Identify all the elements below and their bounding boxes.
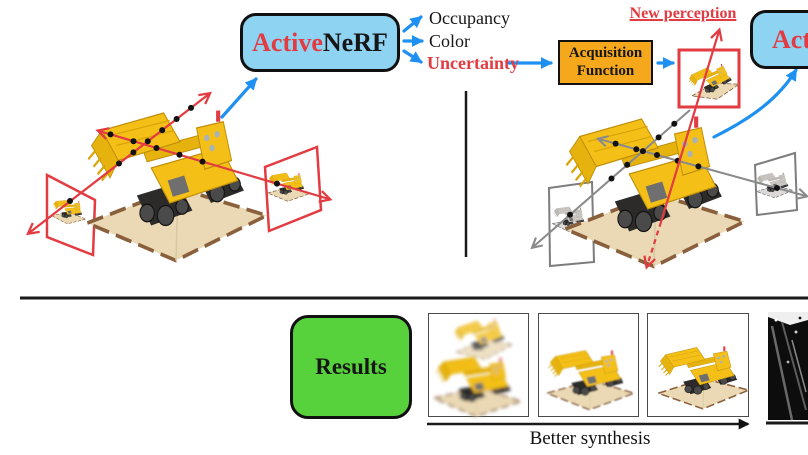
better-synthesis-caption: Better synthesis: [529, 428, 651, 449]
result-renders: [432, 316, 750, 421]
results-box: Results: [290, 315, 412, 419]
training-scene: [29, 77, 329, 263]
output-label-color: Color: [429, 31, 471, 51]
new-perception-label: New perception: [629, 5, 737, 22]
scene-to-model-arrow: [220, 77, 258, 119]
scene-to-model-arrow-2: [712, 68, 798, 139]
new-view-ray: [659, 31, 719, 223]
acquisition-line1: Acquisition: [568, 45, 643, 62]
active-scene: [533, 31, 806, 267]
output-label-uncertainty: Uncertainty: [427, 53, 519, 73]
camera-ray: [99, 131, 329, 199]
activenerf-label-active: Active: [252, 27, 323, 57]
activenerf-box-2: Acti: [750, 10, 808, 69]
acquisition-line2: Function: [576, 62, 635, 79]
nerf-output-arrows: [402, 15, 424, 64]
acquisition-function-box: Acquisition Function: [558, 40, 653, 85]
new-perception-frame: [677, 48, 742, 109]
activenerf-label-nerf: NeRF: [322, 27, 388, 57]
uncertainty-map-image: [768, 312, 808, 421]
new-view-ray-dashed: [647, 221, 663, 266]
activenerf-2-label: Acti: [772, 24, 808, 54]
sample-points: [67, 104, 280, 204]
output-label-occupancy: Occupancy: [429, 8, 510, 28]
results-label: Results: [315, 354, 387, 379]
sample-points: [567, 120, 780, 218]
